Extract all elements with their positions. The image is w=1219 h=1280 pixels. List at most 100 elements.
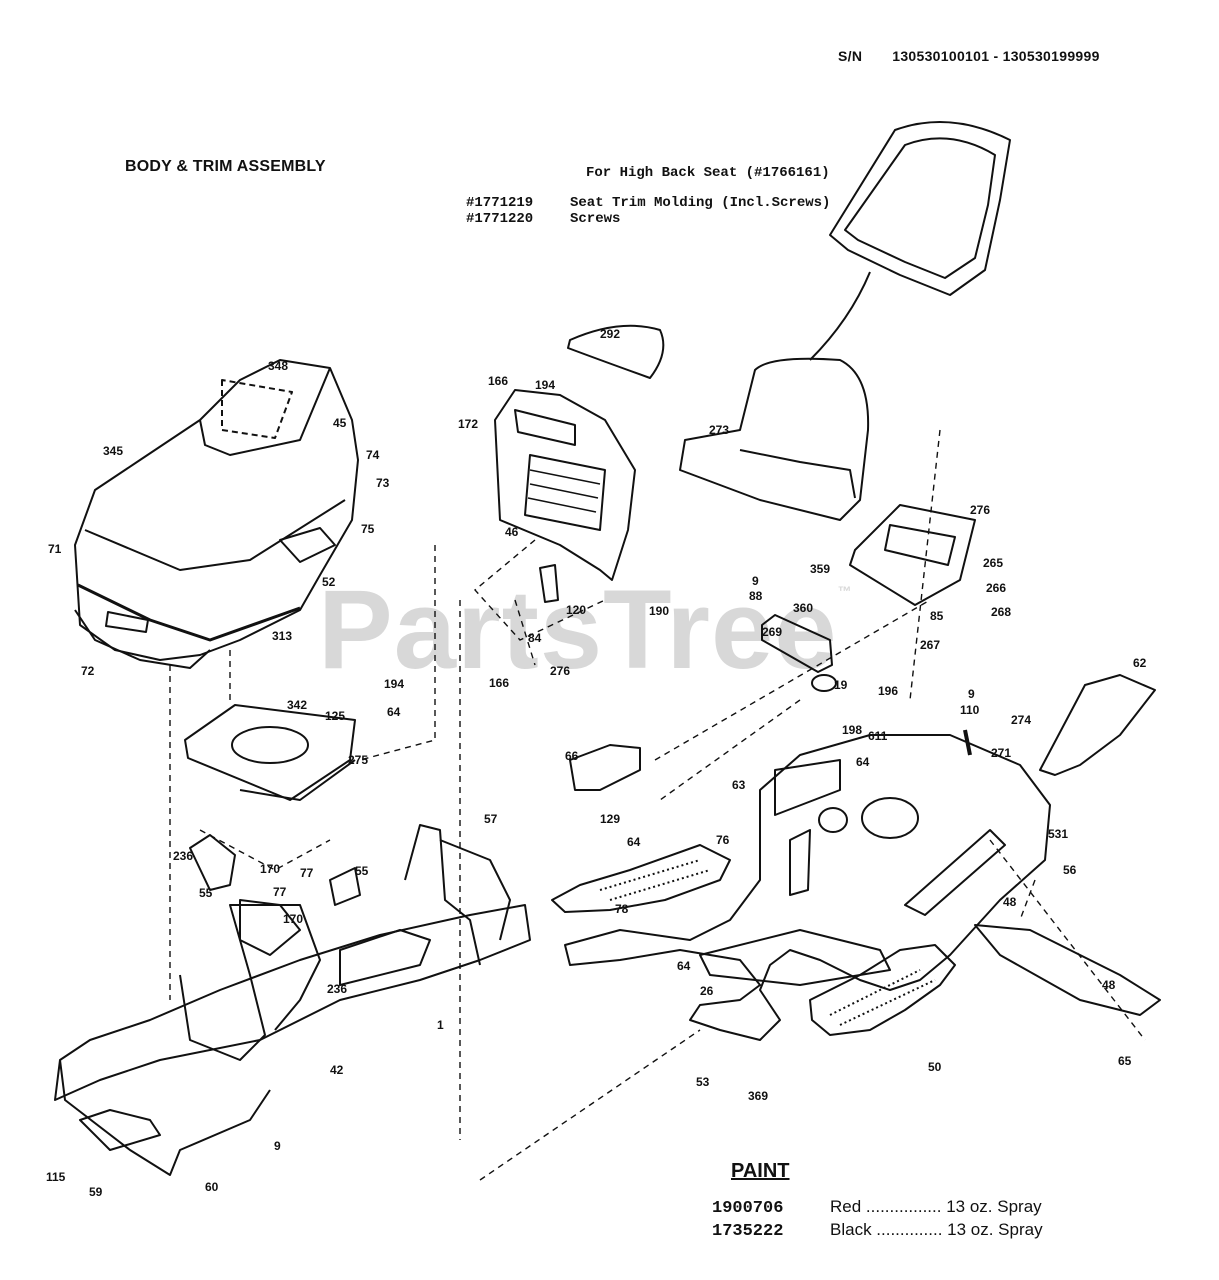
callout-170: 170 [283, 912, 303, 926]
fender-deck-drawing [564, 734, 1051, 1041]
callout-9: 9 [274, 1139, 281, 1153]
callout-64: 64 [627, 835, 641, 849]
seat-adjust-drawing [761, 614, 833, 673]
callout-110: 110 [960, 703, 980, 717]
callout-19: 19 [834, 678, 848, 692]
callout-265: 265 [983, 556, 1003, 570]
callout-268: 268 [991, 605, 1011, 619]
callout-52: 52 [322, 575, 336, 589]
callout-345: 345 [103, 444, 123, 458]
callout-63: 63 [732, 778, 746, 792]
callout-360: 360 [793, 601, 813, 615]
callout-313: 313 [272, 629, 292, 643]
note-high-back-seat: For High Back Seat (#1766161) [586, 165, 830, 181]
callout-275: 275 [348, 753, 368, 767]
footrest-right-drawing [974, 924, 1161, 1016]
callout-9: 9 [968, 687, 975, 701]
callout-55: 55 [199, 886, 213, 900]
callout-62: 62 [1133, 656, 1147, 670]
callout-85: 85 [930, 609, 944, 623]
callout-198: 198 [842, 723, 862, 737]
callout-269: 269 [762, 625, 782, 639]
callout-45: 45 [333, 416, 347, 430]
callout-56: 56 [1063, 863, 1077, 877]
seat-bracket-drawing [849, 504, 976, 606]
callout-271: 271 [991, 746, 1011, 760]
callout-276: 276 [970, 503, 990, 517]
callout-84: 84 [528, 631, 542, 645]
callout-120: 120 [566, 603, 586, 617]
callout-236: 236 [173, 849, 193, 863]
callout-88: 88 [749, 589, 763, 603]
callout-64: 64 [387, 705, 401, 719]
callout-170: 170 [260, 862, 280, 876]
callout-273: 273 [709, 423, 729, 437]
callout-1: 1 [437, 1018, 444, 1032]
callout-76: 76 [716, 833, 730, 847]
callout-57: 57 [484, 812, 498, 826]
callout-74: 74 [366, 448, 380, 462]
callout-60: 60 [205, 1180, 219, 1194]
footrest-left-drawing [551, 844, 731, 913]
paint-heading: PAINT [731, 1160, 790, 1182]
callout-166: 166 [488, 374, 508, 388]
callout-59: 59 [89, 1185, 103, 1199]
callout-26: 26 [700, 984, 714, 998]
callout-64: 64 [677, 959, 691, 973]
callout-125: 125 [325, 709, 345, 723]
grip-drawing [569, 744, 641, 791]
seat-drawing [679, 357, 870, 521]
watermark: PartsTree™ [318, 567, 853, 692]
steering-cover-drawing [567, 324, 665, 379]
callout-342: 342 [287, 698, 307, 712]
callout-276: 276 [550, 664, 570, 678]
hood-pan-drawing [184, 704, 356, 801]
callout-359: 359 [810, 562, 830, 576]
callout-71: 71 [48, 542, 62, 556]
callout-172: 172 [458, 417, 478, 431]
callout-50: 50 [928, 1060, 942, 1074]
high-back-seat-drawing [809, 121, 1011, 361]
callout-531: 531 [1048, 827, 1068, 841]
callout-48: 48 [1102, 978, 1116, 992]
callout-77: 77 [273, 885, 287, 899]
bracket-236-drawing [189, 834, 236, 891]
callout-65: 65 [1118, 1054, 1132, 1068]
callout-194: 194 [384, 677, 404, 691]
callout-66: 66 [565, 749, 579, 763]
callout-9: 9 [752, 574, 759, 588]
callout-267: 267 [920, 638, 940, 652]
diagram-title: BODY & TRIM ASSEMBLY [125, 158, 326, 175]
callout-266: 266 [986, 581, 1006, 595]
callout-55: 55 [355, 864, 369, 878]
fender-trim-drawing [1039, 674, 1156, 776]
callout-77: 77 [300, 866, 314, 880]
callout-129: 129 [600, 812, 620, 826]
callout-75: 75 [361, 522, 375, 536]
mat-drawing [809, 944, 956, 1036]
callout-64: 64 [856, 755, 870, 769]
callout-611: 611 [868, 729, 888, 743]
callout-274: 274 [1011, 713, 1031, 727]
callout-72: 72 [81, 664, 95, 678]
callout-190: 190 [649, 604, 669, 618]
callout-115: 115 [46, 1170, 66, 1184]
frame-drawing [54, 824, 531, 1176]
callout-53: 53 [696, 1075, 710, 1089]
callout-46: 46 [505, 525, 519, 539]
callout-194: 194 [535, 378, 555, 392]
callout-42: 42 [330, 1063, 344, 1077]
callout-48: 48 [1003, 895, 1017, 909]
callout-292: 292 [600, 327, 620, 341]
callout-236: 236 [327, 982, 347, 996]
callout-73: 73 [376, 476, 390, 490]
dash-panel-drawing [494, 389, 636, 581]
